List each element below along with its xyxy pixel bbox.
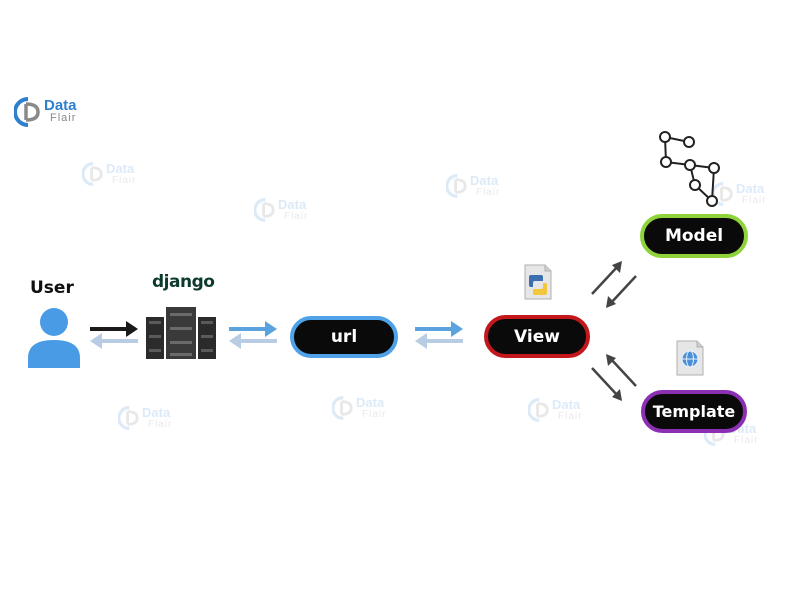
watermark-word2: Flair [362, 409, 387, 420]
watermark: Data Flair [82, 160, 152, 192]
model-node: Model [640, 214, 748, 258]
server-icon [146, 307, 216, 359]
template-node: Template [641, 390, 747, 433]
watermark: Data Flair [332, 394, 402, 426]
watermark-word1: Data [736, 181, 765, 196]
user-icon [28, 308, 80, 368]
view-template-arrow-pair [591, 354, 637, 401]
django-label: django [152, 272, 215, 292]
watermark-word2: Flair [734, 435, 759, 446]
dataflair-logo: Data Flair [14, 96, 94, 136]
watermark-word1: Data [552, 397, 581, 412]
url-node: url [290, 316, 398, 358]
watermark-word2: Flair [284, 211, 309, 222]
watermark: Data Flair [118, 404, 188, 436]
logo-word-data: Data [44, 97, 77, 114]
watermark-word2: Flair [112, 175, 137, 186]
watermark: Data Flair [446, 172, 516, 204]
watermark: Data Flair [528, 396, 598, 428]
watermark-word1: Data [470, 173, 499, 188]
view-model-arrow-pair [591, 261, 637, 308]
view-node: View [484, 315, 590, 358]
python-file-icon [524, 264, 552, 300]
url-view-arrow-pair [415, 321, 463, 349]
logo-word-flair: Flair [50, 112, 77, 124]
watermark-word1: Data [142, 405, 171, 420]
watermark-word1: Data [278, 197, 307, 212]
watermark-word2: Flair [558, 411, 583, 422]
watermark-word1: Data [356, 395, 385, 410]
watermark-word2: Flair [148, 419, 173, 430]
dataflair-logo-icon [14, 97, 40, 127]
watermark-word2: Flair [742, 195, 767, 206]
watermark: Data Flair [254, 196, 324, 228]
graph-icon [659, 131, 720, 207]
watermark-word1: Data [106, 161, 135, 176]
request-arrow-pair [90, 321, 138, 349]
watermark-word2: Flair [476, 187, 501, 198]
user-label: User [30, 278, 74, 298]
web-file-icon [676, 340, 704, 376]
django-url-arrow-pair [229, 321, 277, 349]
